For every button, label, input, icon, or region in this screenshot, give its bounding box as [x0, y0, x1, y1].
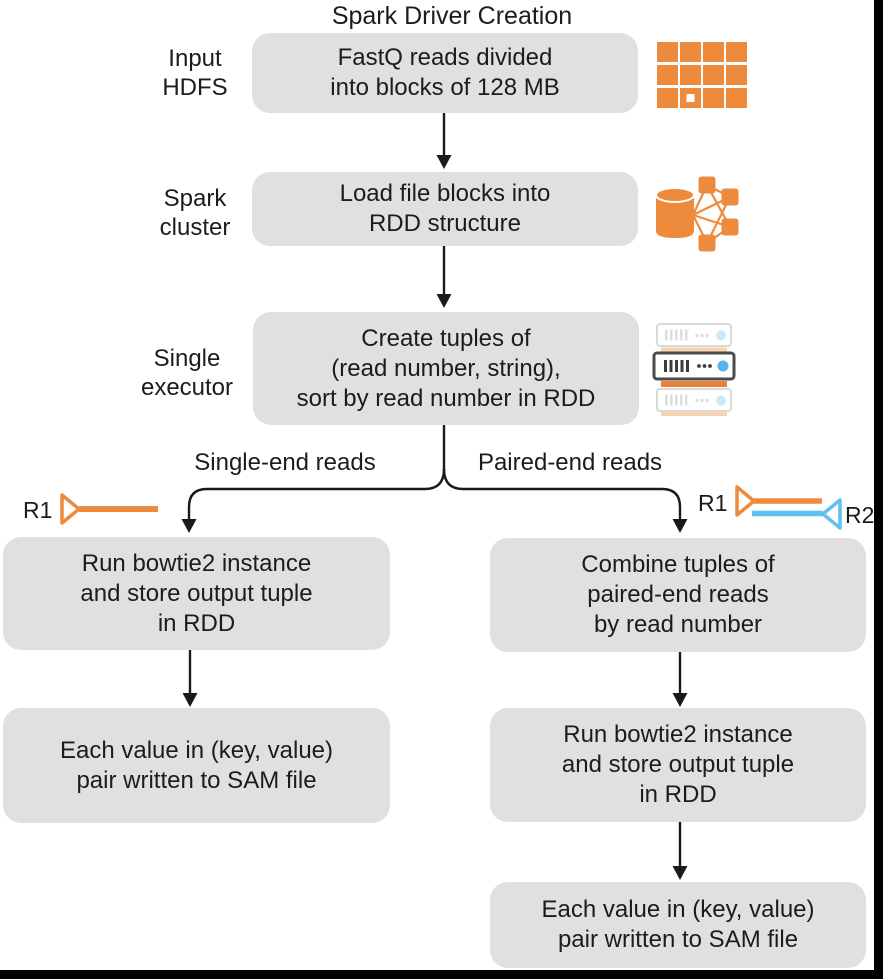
executor-servers-icon: [651, 321, 739, 417]
box-sam-paired: Each value in (key, value) pair written …: [490, 882, 866, 968]
box-bowtie-paired: Run bowtie2 instance and store output tu…: [490, 708, 866, 822]
paired-end-read-icon: [733, 484, 845, 534]
spark-cluster-icon: [653, 169, 749, 257]
hdfs-blocks-icon: [657, 42, 747, 108]
r1-label-single: R1: [23, 497, 53, 523]
single-end-read-icon: [58, 492, 162, 526]
r2-label-paired: R2: [845, 502, 875, 528]
diagram-title: Spark Driver Creation: [331, 2, 573, 30]
box-fastq-split: FastQ reads divided into blocks of 128 M…: [252, 33, 638, 113]
label-input-hdfs: Input HDFS: [162, 45, 228, 101]
label-single-executor: Single executor: [140, 345, 234, 401]
r1-label-paired: R1: [698, 490, 728, 516]
box-create-tuples: Create tuples of (read number, string), …: [253, 312, 639, 425]
branch-label-paired-end: Paired-end reads: [477, 449, 663, 476]
box-load-rdd: Load file blocks into RDD structure: [252, 172, 638, 246]
bottom-border-bar: [0, 970, 883, 979]
box-bowtie-single: Run bowtie2 instance and store output tu…: [3, 537, 390, 650]
branch-label-single-end: Single-end reads: [194, 449, 376, 476]
box-combine-pairs: Combine tuples of paired-end reads by re…: [490, 538, 866, 652]
label-spark-cluster: Spark cluster: [159, 185, 231, 241]
right-border-bar: [874, 0, 883, 979]
box-sam-single: Each value in (key, value) pair written …: [3, 708, 390, 823]
